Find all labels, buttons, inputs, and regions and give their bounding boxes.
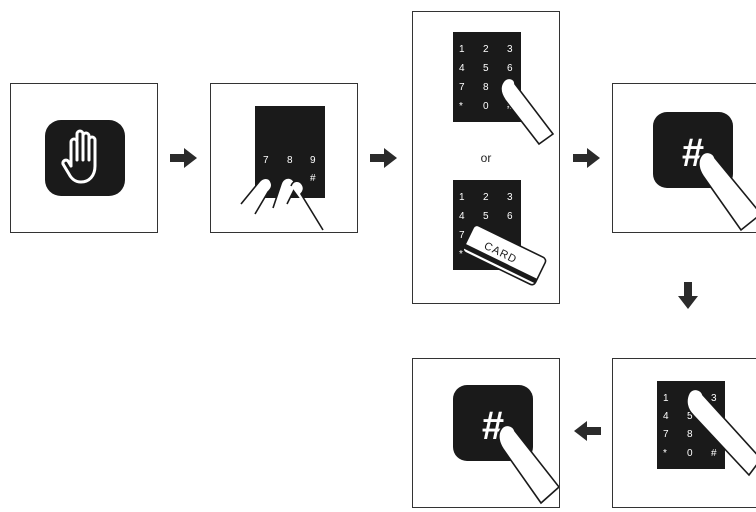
- key-1: 1: [459, 44, 465, 55]
- step-5-panel: 1 3 4 5 7 8 9 * 0 #: [612, 358, 756, 508]
- key-2: 2: [483, 192, 489, 203]
- key-5: 5: [483, 63, 489, 74]
- step-3-panel: 1 2 3 4 5 6 7 8 9 * 0 # or 1 2 3 4 5 6 7…: [412, 11, 560, 304]
- step-1-illustration: [45, 120, 125, 196]
- step-4-illustration: #: [653, 112, 756, 232]
- key-hash: #: [310, 173, 316, 184]
- arrow-down: [678, 282, 698, 309]
- key-4: 4: [663, 411, 669, 422]
- keypad-top: 1 2 3 4 5 6 7 8 9 * 0 #: [453, 32, 555, 146]
- key-8: 8: [687, 429, 693, 440]
- or-label: or: [481, 151, 492, 165]
- step-2-panel: 7 8 9 #: [210, 83, 358, 233]
- arrow-right-1: [170, 148, 197, 168]
- key-3: 3: [507, 192, 513, 203]
- key-star: *: [459, 101, 463, 112]
- key-6: 6: [507, 63, 513, 74]
- key-3: 3: [711, 393, 717, 404]
- key-9: 9: [310, 155, 316, 166]
- key-1: 1: [663, 393, 669, 404]
- key-5: 5: [687, 411, 693, 422]
- key-8: 8: [287, 155, 293, 166]
- card-icon: CARD: [462, 224, 547, 286]
- key-8: 8: [483, 82, 489, 93]
- hand-icon: [240, 177, 324, 231]
- finger-icon: [498, 424, 561, 505]
- key-star: *: [663, 448, 667, 459]
- key-3: 3: [507, 44, 513, 55]
- key-2: 2: [483, 44, 489, 55]
- keypad-panel: [45, 120, 125, 196]
- step-2-illustration: 7 8 9 #: [240, 106, 325, 231]
- arrow-right-2: [370, 148, 397, 168]
- key-0: 0: [687, 448, 693, 459]
- step-1-panel: [10, 83, 158, 233]
- key-star: *: [459, 249, 463, 260]
- arrow-right-3: [573, 148, 600, 168]
- key-7: 7: [459, 82, 465, 93]
- palm-touch-icon: [61, 129, 97, 184]
- step-6-panel: #: [412, 358, 561, 508]
- keypad-bottom: 1 2 3 4 5 6 7 * CARD: [453, 180, 547, 286]
- key-7: 7: [263, 155, 269, 166]
- key-0: 0: [483, 101, 489, 112]
- finger-icon: [686, 388, 756, 477]
- arrow-left: [574, 421, 601, 441]
- finger-icon: [500, 77, 555, 146]
- key-5: 5: [483, 211, 489, 222]
- key-hash: #: [711, 448, 717, 459]
- key-4: 4: [459, 63, 465, 74]
- key-1: 1: [459, 192, 465, 203]
- step-5-illustration: 1 3 4 5 7 8 9 * 0 #: [657, 381, 756, 477]
- step-3-illustration: 1 2 3 4 5 6 7 8 9 * 0 # or 1 2 3 4 5 6 7…: [453, 32, 555, 286]
- key-7: 7: [459, 230, 465, 241]
- key-4: 4: [459, 211, 465, 222]
- finger-icon: [698, 151, 756, 232]
- step-4-panel: #: [612, 83, 756, 233]
- key-7: 7: [663, 429, 669, 440]
- step-6-illustration: #: [453, 385, 561, 505]
- key-6: 6: [507, 211, 513, 222]
